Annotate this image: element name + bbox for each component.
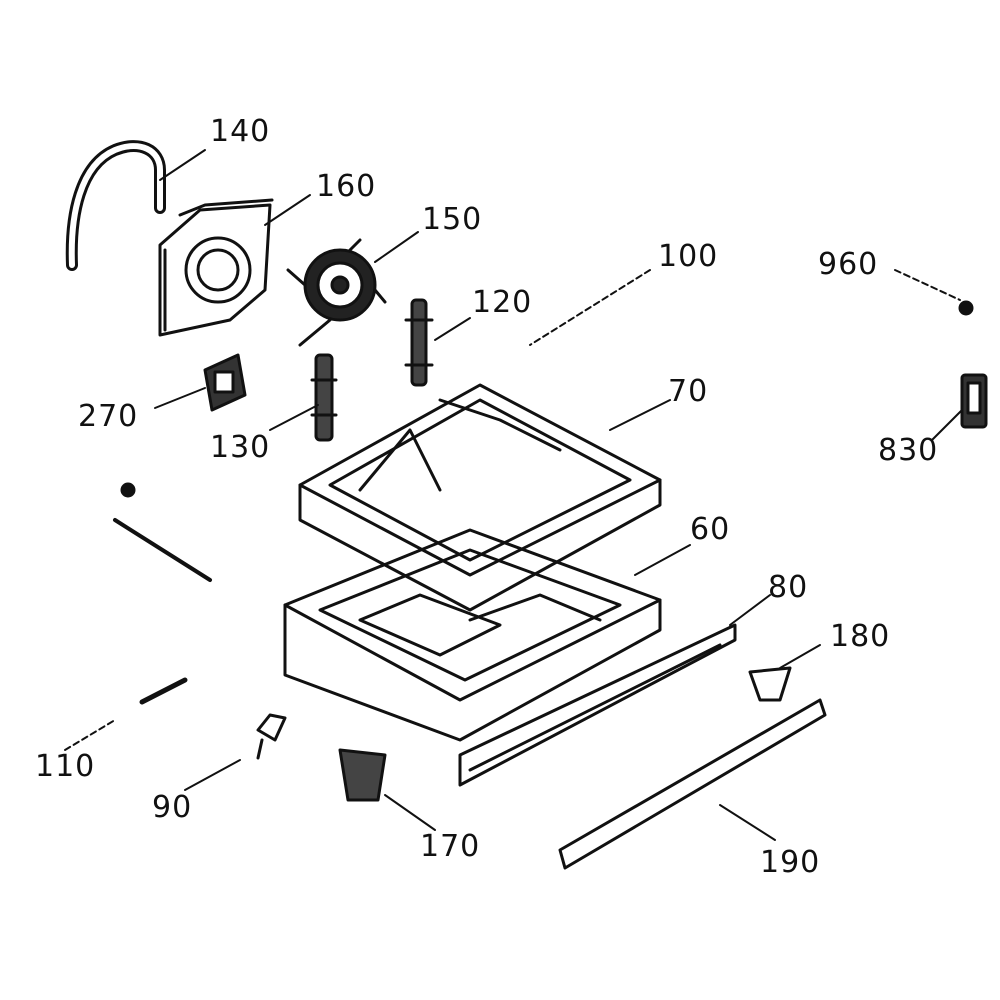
bracket-270 (203, 353, 247, 412)
leader-180 (779, 644, 821, 669)
part-830 (960, 373, 988, 429)
fan-housing-160 (158, 198, 274, 337)
part-label-960: 960 (818, 247, 879, 282)
clip-180 (748, 666, 792, 702)
leader-70 (609, 399, 671, 431)
leader-110 (64, 719, 116, 751)
part-label-170: 170 (420, 829, 481, 864)
leader-160 (264, 194, 311, 226)
front-panel-80 (458, 623, 737, 787)
leader-80 (729, 594, 771, 626)
bar-190 (558, 698, 827, 870)
leader-90 (184, 759, 241, 791)
part-label-190: 190 (760, 845, 821, 880)
leader-140 (159, 149, 206, 181)
rod-120 (404, 298, 434, 387)
part-label-110: 110 (35, 749, 96, 784)
part-label-830: 830 (878, 433, 939, 468)
tray-60 (283, 528, 662, 742)
pin-110 (113, 482, 212, 705)
part-label-130: 130 (210, 430, 271, 465)
bolt-90 (256, 713, 287, 760)
screw-960 (958, 300, 974, 316)
part-label-60: 60 (690, 512, 731, 547)
leader-60 (634, 544, 691, 576)
part-label-80: 80 (768, 570, 809, 605)
top-frame-70 (298, 383, 662, 612)
leader-130 (269, 404, 319, 431)
part-label-90: 90 (152, 790, 193, 825)
hose-140 (65, 140, 166, 271)
cap-170 (338, 748, 387, 802)
part-label-140: 140 (210, 114, 271, 149)
leader-190 (719, 804, 776, 841)
part-label-270: 270 (78, 399, 139, 434)
leader-960 (894, 269, 961, 301)
leader-270 (154, 387, 206, 409)
part-label-160: 160 (316, 169, 377, 204)
leader-150 (374, 231, 419, 263)
rod-130 (310, 353, 338, 442)
part-label-150: 150 (422, 202, 483, 237)
leader-120 (434, 317, 471, 341)
leader-100 (529, 269, 651, 346)
leader-830 (931, 409, 963, 441)
part-label-180: 180 (830, 619, 891, 654)
leader-lines (64, 149, 963, 841)
part-label-70: 70 (668, 374, 709, 409)
leader-170 (384, 794, 436, 831)
part-label-120: 120 (472, 285, 533, 320)
part-label-100: 100 (658, 239, 719, 274)
fan-motor-150 (286, 238, 387, 347)
